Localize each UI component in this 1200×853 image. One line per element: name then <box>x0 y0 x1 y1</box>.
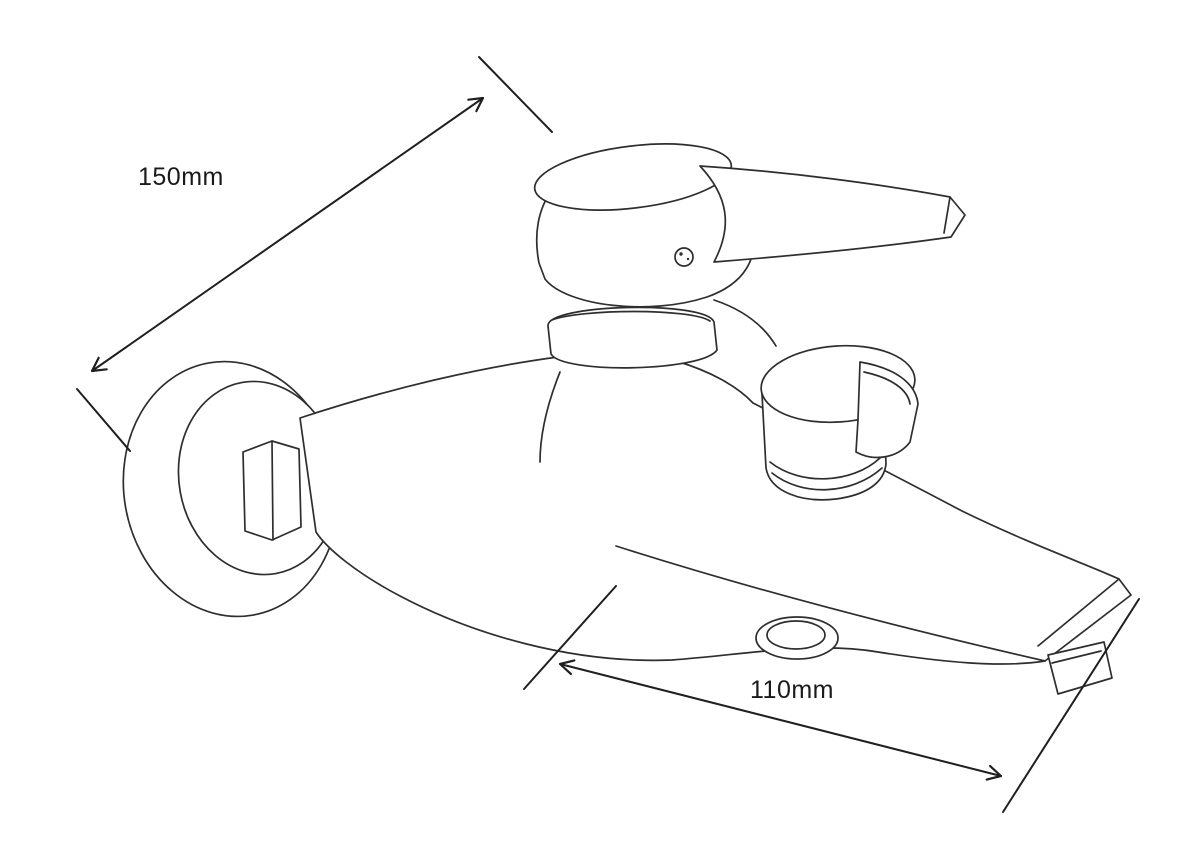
body-and-spout <box>299 352 1132 665</box>
handle-cap-top <box>533 143 733 211</box>
handle-blade <box>699 165 966 263</box>
spout-tip-bevel-line <box>1037 578 1120 647</box>
valve-collar <box>547 306 718 369</box>
temperature-indicator-icon <box>674 247 694 267</box>
dimension-label-110mm: 110mm <box>750 676 835 704</box>
spout-top-face-edge <box>615 545 1046 662</box>
witness-line-110-right <box>1002 598 1140 813</box>
lever-handle <box>533 143 966 347</box>
diverter-knob <box>760 344 919 501</box>
shoulder-curve <box>713 299 777 347</box>
witness-line-150-top <box>478 56 553 133</box>
dimension-annotations <box>76 56 1140 813</box>
spout-tip <box>1047 641 1113 695</box>
diverter-outlet <box>855 361 919 459</box>
dimension-label-150mm: 150mm <box>138 163 224 191</box>
body-contour-line <box>539 371 561 463</box>
dimension-arrow-150mm <box>90 96 485 373</box>
dimension-arrow-110mm <box>558 659 1003 781</box>
hex-connector <box>242 440 302 541</box>
witness-line-150-bottom <box>76 388 131 452</box>
witness-line-110-left <box>523 585 617 690</box>
aerator-ring <box>755 616 839 660</box>
